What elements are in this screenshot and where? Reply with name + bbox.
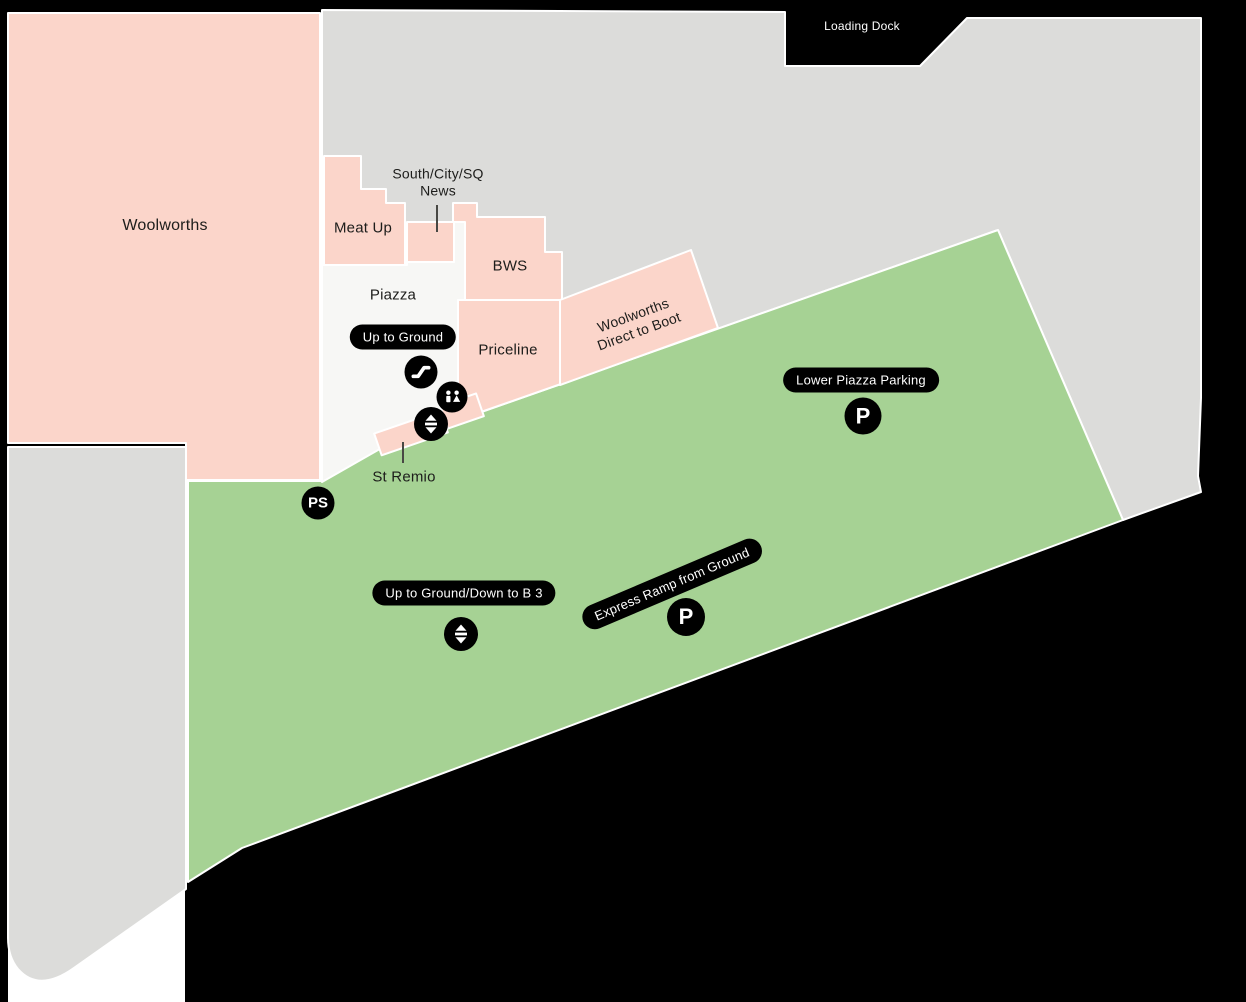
parking-icon: P (844, 397, 882, 435)
loading-dock-label: Loading Dock (824, 19, 900, 33)
st-remio-leader-line (402, 442, 404, 463)
news-label-line2: News (420, 182, 456, 198)
parking-symbol: P (678, 604, 694, 629)
meat-up-tenancy[interactable] (323, 155, 406, 266)
st-remio-label: St Remio (372, 468, 436, 486)
parking-symbol: P (855, 403, 871, 428)
lift-icon (414, 407, 448, 441)
ps-symbol: PS (307, 494, 328, 512)
up-to-ground-pill: Up to Ground (349, 324, 457, 350)
piazza-label: Piazza (369, 286, 417, 304)
news-label-line1: South/City/SQ (392, 165, 484, 182)
bws-tenancy[interactable] (452, 202, 563, 301)
news-tenancy[interactable] (406, 221, 455, 263)
lower-left-common-area (7, 446, 187, 982)
priceline-label: Priceline (478, 341, 538, 359)
woolworths-label: Woolworths (122, 217, 208, 234)
news-leader-line (436, 205, 438, 232)
lower-piazza-parking-pill: Lower Piazza Parking (783, 367, 939, 393)
woolworths-tenancy[interactable] (7, 12, 321, 481)
ps-icon: PS (301, 486, 335, 520)
lift-icon (444, 617, 478, 651)
parking-icon: P (667, 598, 705, 636)
meat-up-label: Meat Up (333, 219, 393, 237)
woolworths-direct-to-boot-tenancy[interactable] (559, 249, 719, 386)
up-to-ground-down-to-b3-pill: Up to Ground/Down to B 3 (372, 580, 556, 606)
bws-label: BWS (492, 257, 528, 275)
news-label: South/City/SQ News (392, 165, 483, 198)
escalator-icon (404, 355, 438, 389)
toilets-icon (436, 381, 468, 413)
